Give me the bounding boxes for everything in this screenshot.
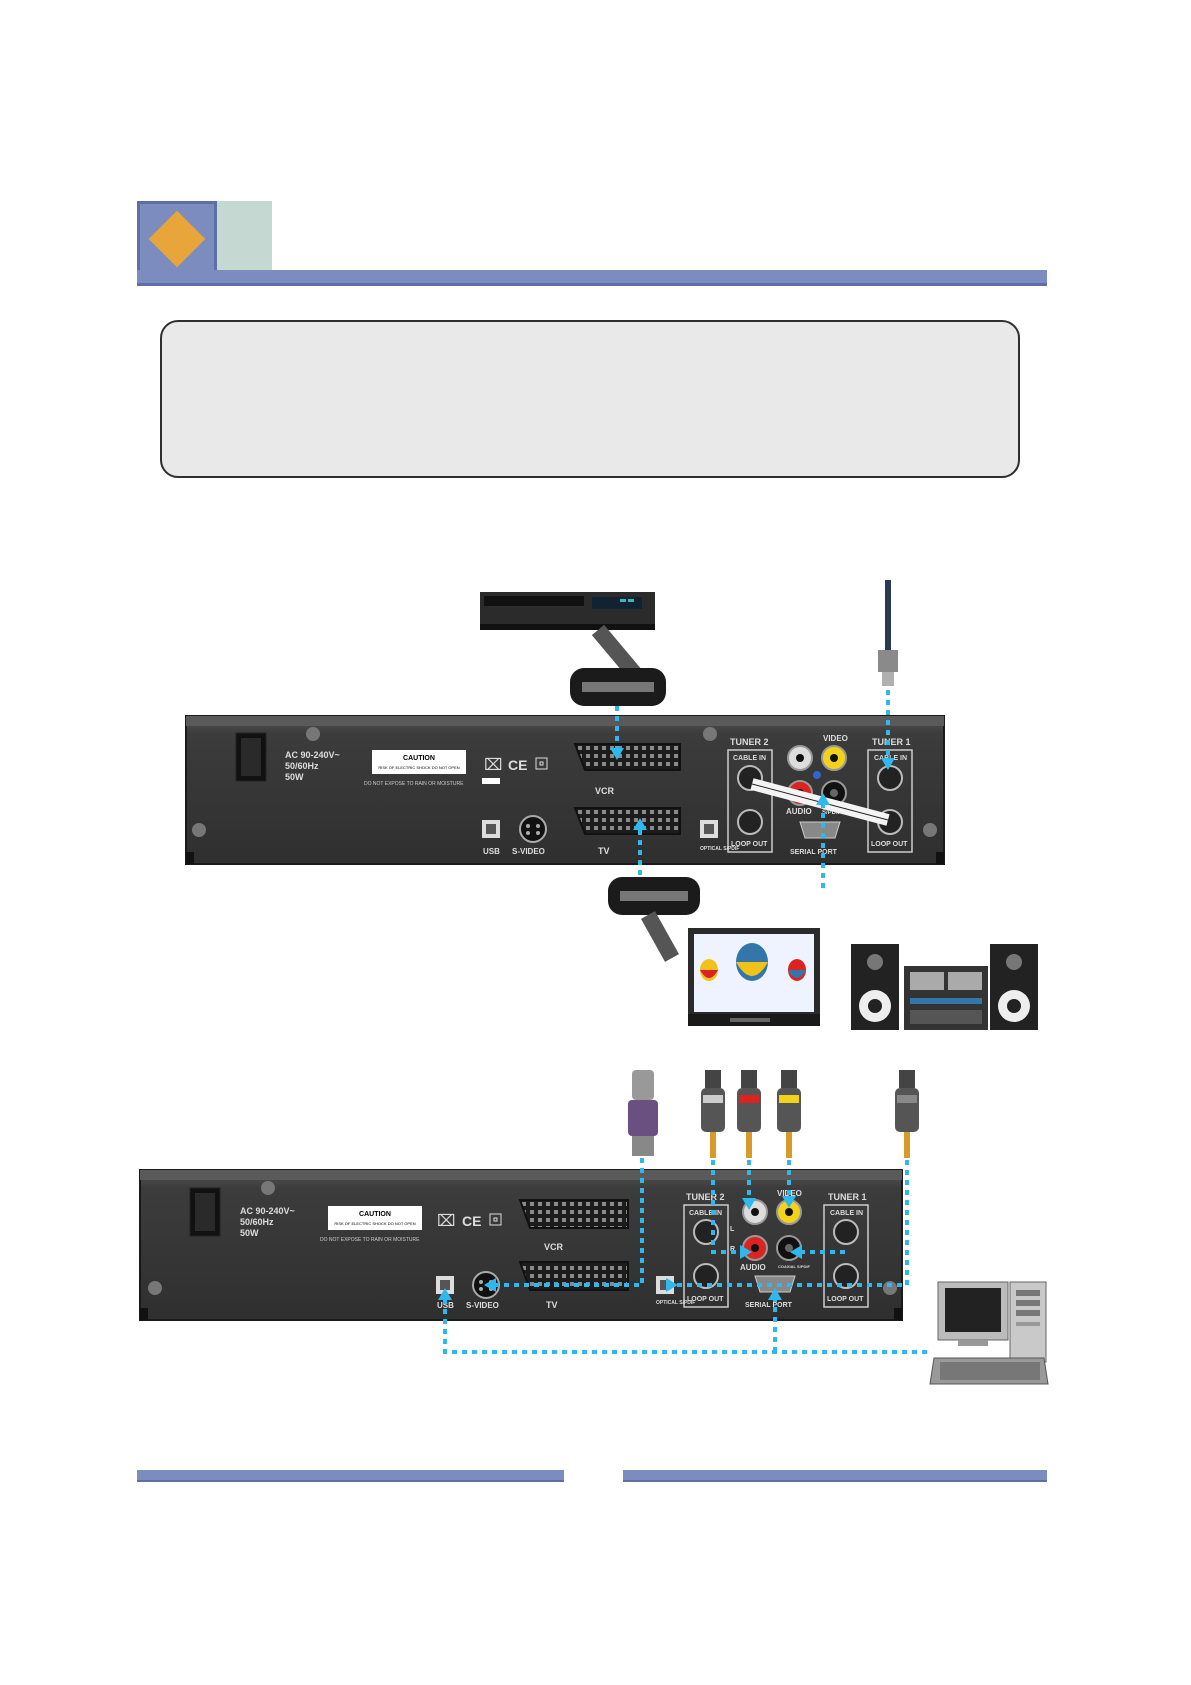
audio-rca-plug-icon (701, 1070, 725, 1158)
audio-rca-plug-red-icon (737, 1070, 761, 1158)
tuner1-cable-in-port (833, 1219, 859, 1245)
r-label: R (730, 1246, 735, 1253)
logo-square-light (217, 201, 272, 281)
vcr-label: VCR (595, 786, 615, 796)
connection-lines-bottom (443, 1158, 927, 1354)
watt-label: 50W (240, 1228, 259, 1238)
weee-icon: ⌧ (484, 757, 502, 774)
optical-label: OPTICAL S/PDIF (700, 846, 739, 852)
ce-mark-icon: CE (462, 1213, 481, 1229)
svideo-port (519, 815, 547, 843)
audio-label: AUDIO (786, 807, 812, 816)
ce-mark-icon: CE (508, 757, 527, 773)
caution-sticker (328, 1206, 422, 1230)
footer-bar-left (137, 1470, 564, 1482)
tuner1-cable-in-label: CABLE IN (830, 1210, 863, 1217)
caution-sticker (372, 750, 466, 774)
serial-port (799, 821, 841, 839)
serial-label: SERIAL PORT (745, 1302, 793, 1309)
tv-set-icon (688, 928, 820, 1026)
tv-label: TV (546, 1300, 558, 1310)
receiver-rear-panel-top: AC 90-240V~ 50/60Hz 50W CAUTION RISK OF … (185, 715, 945, 865)
svideo-label: S-VIDEO (466, 1301, 499, 1310)
receiver-rear-panel-bottom: AC 90-240V~ 50/60Hz 50W CAUTION RISK OF … (139, 1169, 903, 1321)
freq-label: 50/60Hz (240, 1217, 274, 1227)
tuner1-label: TUNER 1 (872, 737, 911, 747)
tuner2-loop-out-label: LOOP OUT (687, 1296, 724, 1303)
caution-sub: RISK OF ELECTRIC SHOCK DO NOT OPEN (378, 765, 459, 770)
tuner1-loop-out-port (833, 1263, 859, 1289)
weee-icon: ⌧ (437, 1213, 455, 1230)
coax-rca-plug-icon (895, 1070, 919, 1158)
tuner2-cable-in-port (693, 1219, 719, 1245)
vcr-device-icon (480, 592, 655, 630)
usb-label: USB (437, 1301, 454, 1310)
connection-lines-top (615, 690, 890, 888)
tuner2-cable-in-label: CABLE IN (733, 755, 766, 762)
header-bar (137, 270, 1047, 286)
tuner1-loop-out-label: LOOP OUT (827, 1296, 864, 1303)
tuner2-loop-out-label: LOOP OUT (731, 841, 768, 848)
caution-title: CAUTION (403, 755, 435, 762)
moisture-warning: DO NOT EXPOSE TO RAIN OR MOISTURE (364, 781, 464, 787)
video-rca-plug-icon (777, 1070, 801, 1158)
tuner1-cable-in-port (877, 765, 903, 791)
footer-bar-right (623, 1470, 1047, 1482)
tuner2-loop-out-port (693, 1263, 719, 1289)
power-label: AC 90-240V~ (285, 750, 340, 760)
caution-title: CAUTION (359, 1211, 391, 1218)
caution-sub: RISK OF ELECTRIC SHOCK DO NOT OPEN (334, 1221, 415, 1226)
svideo-plug-icon (628, 1070, 658, 1156)
tv-scart-cable-icon (608, 877, 700, 962)
tuner2-label: TUNER 2 (686, 1192, 725, 1202)
spdif-label: COAXIAL S/PDIF (778, 1264, 810, 1269)
optical-label: OPTICAL S/PDIF (656, 1300, 695, 1306)
power-label: AC 90-240V~ (240, 1206, 295, 1216)
svideo-label: S-VIDEO (512, 847, 545, 856)
hifi-system-icon (851, 944, 1038, 1030)
vcr-scart-port (518, 1199, 629, 1229)
audio-label: AUDIO (740, 1263, 766, 1272)
tuner1-label: TUNER 1 (828, 1192, 867, 1202)
header-logo (137, 201, 272, 286)
tv-scart-port (573, 807, 681, 835)
note-box (160, 320, 1020, 478)
spdif-label: S/PDIF (822, 810, 842, 816)
antenna-cable-icon (878, 580, 898, 686)
serial-label: SERIAL PORT (790, 849, 838, 856)
tuner2-label: TUNER 2 (730, 737, 769, 747)
vcr-scart-port (573, 743, 681, 771)
freq-label: 50/60Hz (285, 761, 319, 771)
l-label: L (730, 1226, 735, 1233)
tuner1-loop-out-label: LOOP OUT (871, 841, 908, 848)
computer-icon (929, 1281, 1049, 1385)
usb-label: USB (483, 847, 500, 856)
moisture-warning: DO NOT EXPOSE TO RAIN OR MOISTURE (320, 1237, 420, 1243)
double-insulation-icon (489, 1213, 502, 1226)
tuner2-cable-in-label: CABLE IN (689, 1210, 722, 1217)
tv-label: TV (598, 846, 610, 856)
video-label: VIDEO (823, 734, 848, 743)
vcr-scart-cable-icon (570, 624, 666, 706)
double-insulation-icon (535, 757, 548, 770)
tuner2-loop-out-port (737, 809, 763, 835)
watt-label: 50W (285, 772, 304, 782)
vcr-label: VCR (544, 1242, 564, 1252)
